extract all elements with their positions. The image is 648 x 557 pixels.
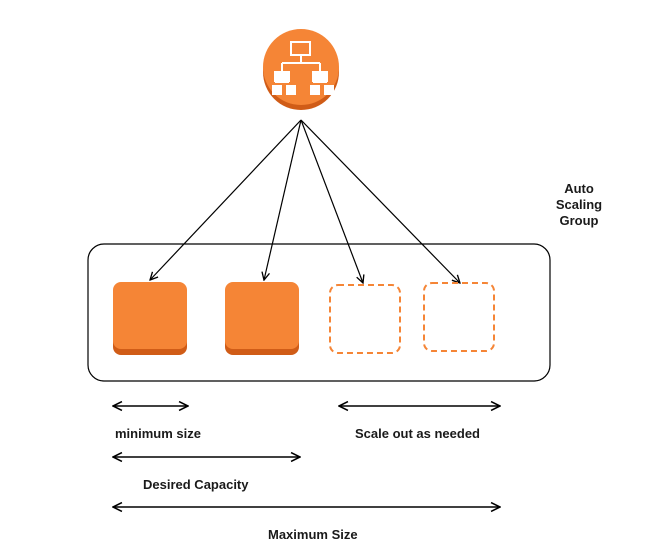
arrow-to-instance-1 (150, 119, 302, 280)
instance-potential-1 (329, 284, 401, 354)
group-title-line2: Scaling (555, 197, 603, 212)
instance-running-1 (113, 282, 187, 355)
arrow-to-instance-4 (300, 119, 460, 283)
minimum-size-label: minimum size (115, 426, 201, 441)
instance-potential-2 (423, 282, 495, 352)
auto-scaling-group-box (87, 243, 551, 382)
group-title-line3: Group (559, 213, 599, 228)
arrow-to-instance-2 (264, 119, 302, 280)
group-title-line1: Auto (564, 181, 594, 196)
group-title: Auto Scaling Group (544, 181, 614, 229)
connection-arrows (150, 119, 460, 283)
maximum-size-label: Maximum Size (268, 527, 358, 542)
hierarchy-boxes (272, 71, 334, 95)
desired-capacity-label: Desired Capacity (143, 477, 249, 492)
scale-out-label: Scale out as needed (355, 426, 480, 441)
instance-running-2 (225, 282, 299, 355)
dimension-arrows (113, 406, 500, 507)
load-balancer-icon (263, 29, 339, 110)
arrow-to-instance-3 (300, 119, 363, 283)
